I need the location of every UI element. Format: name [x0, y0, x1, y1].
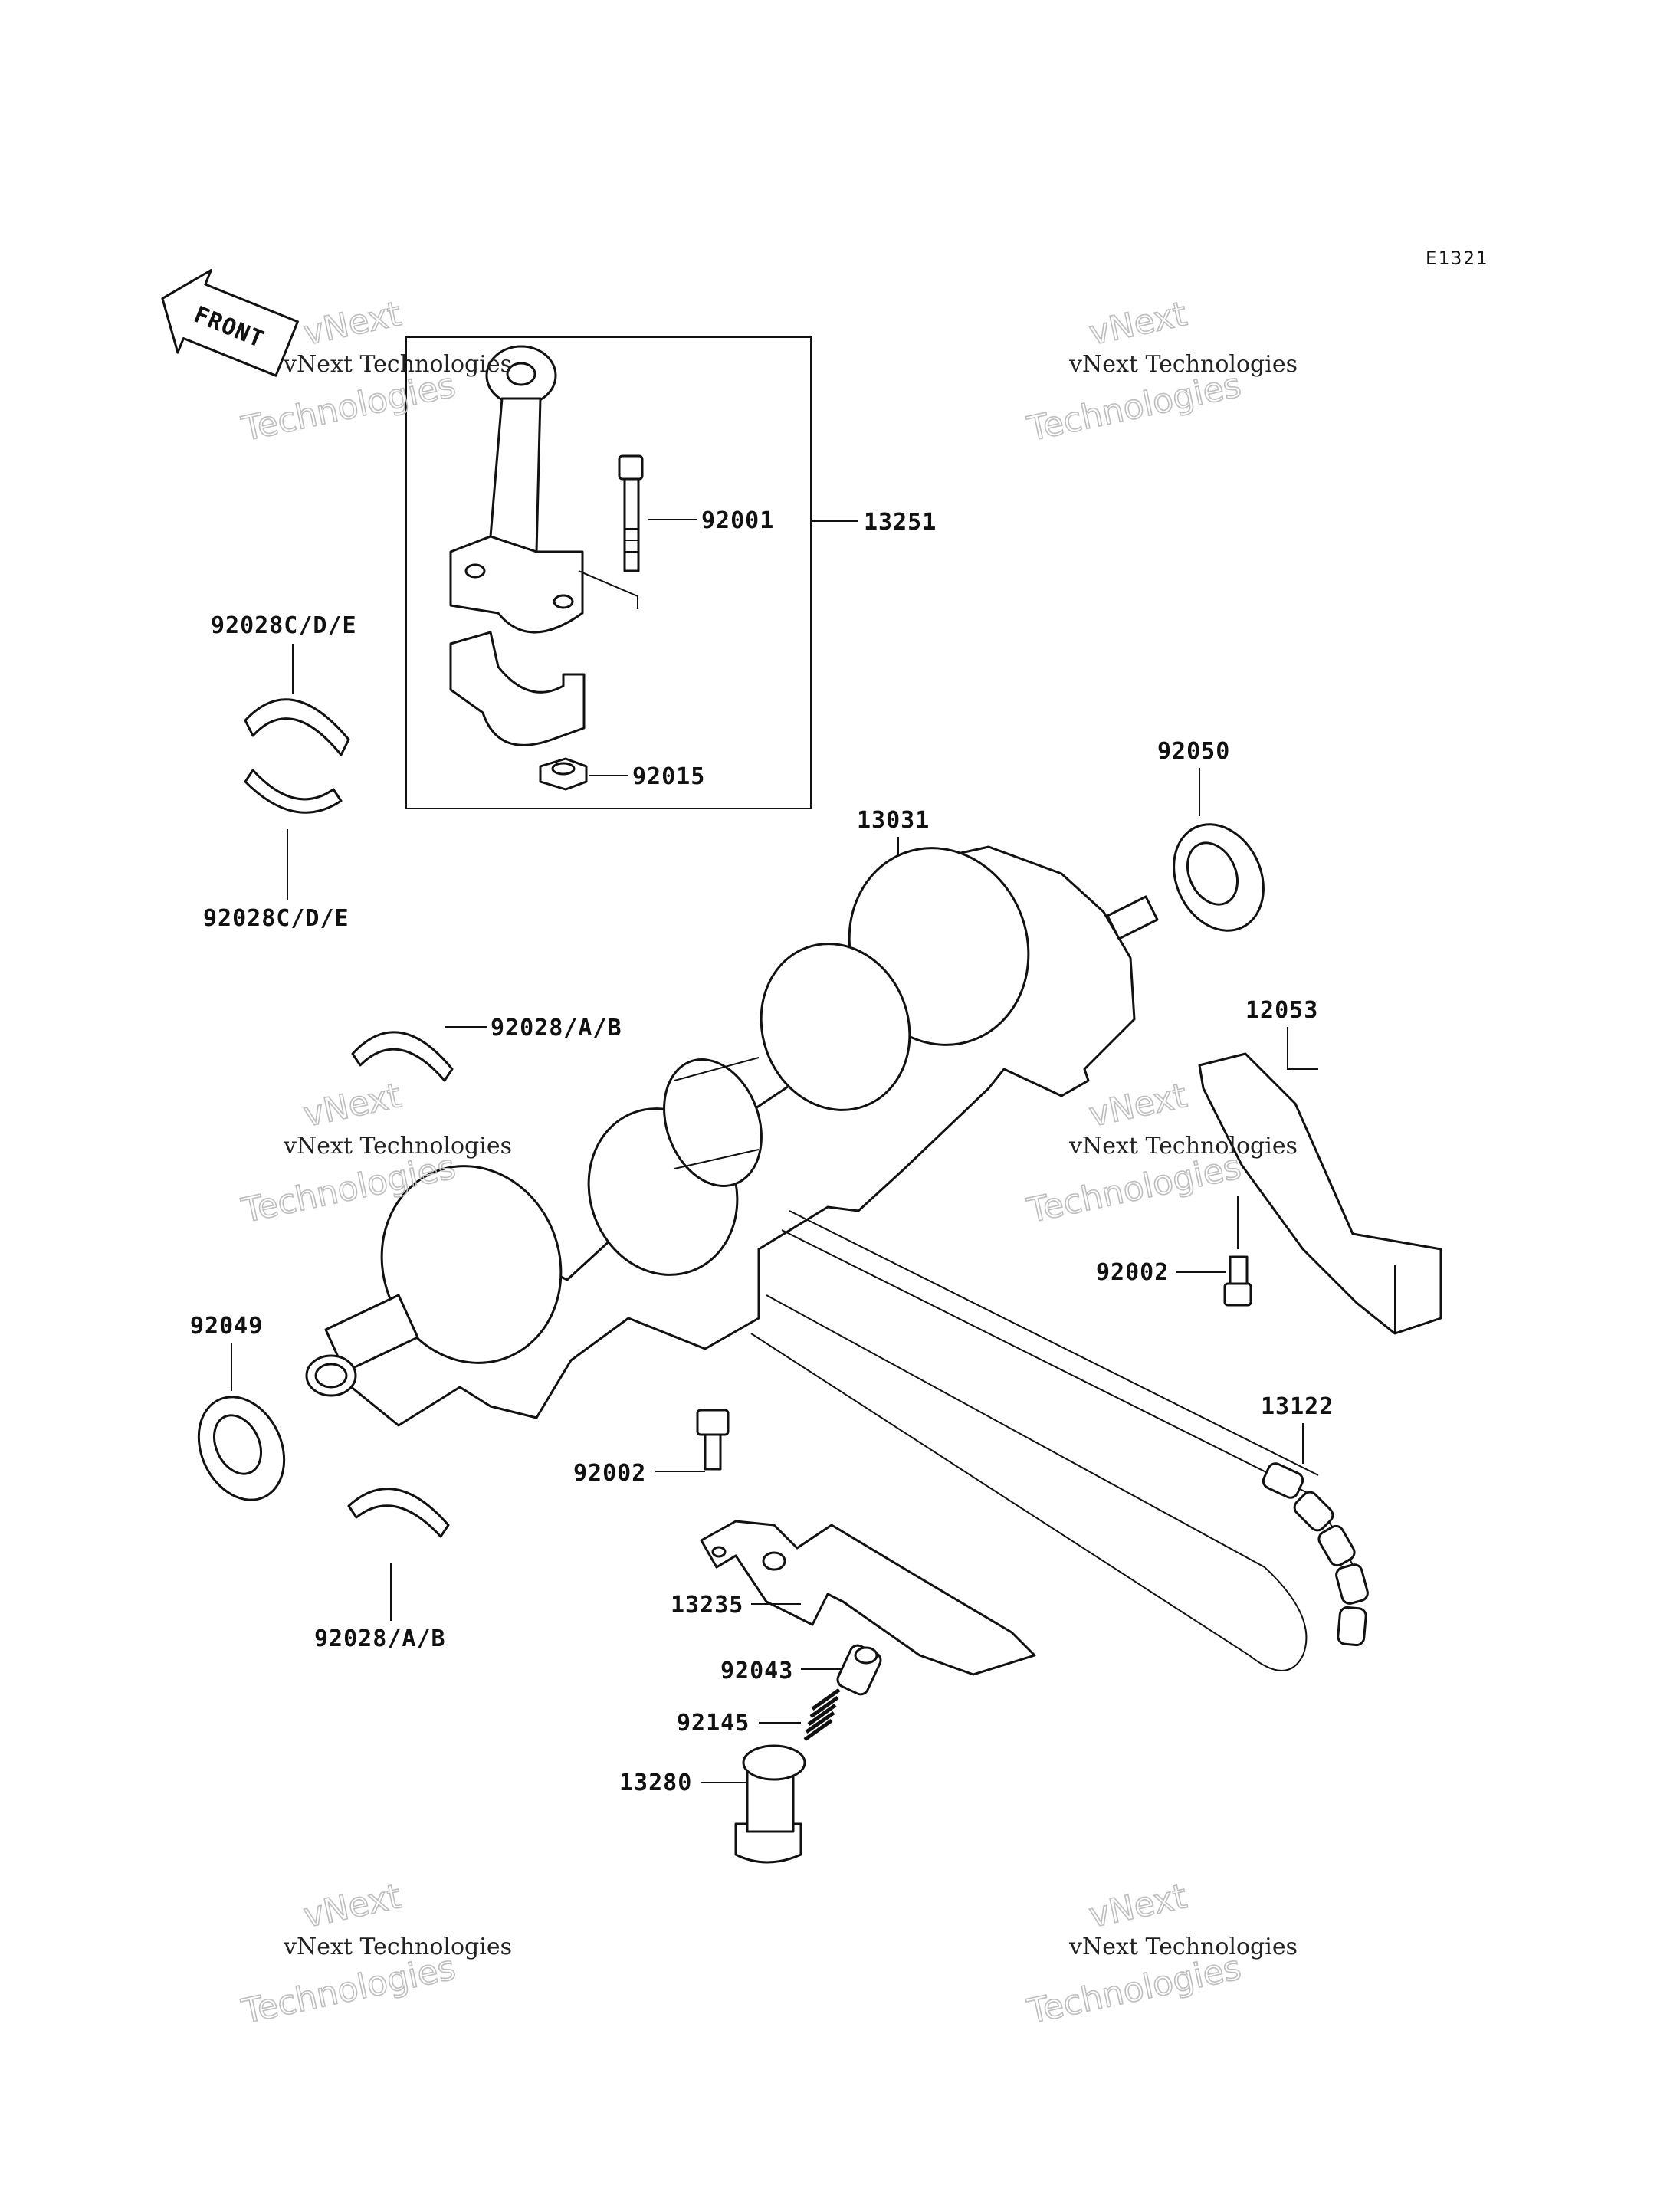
label-13251: 13251: [864, 509, 937, 536]
chain-guide-12053: [1198, 1052, 1442, 1335]
watermark-bottom-left: vNext Technologies vNext Technologies: [238, 1876, 512, 2032]
svg-text:vNext Technologies: vNext Technologies: [283, 351, 512, 378]
svg-text:vNext Technologies: vNext Technologies: [1068, 351, 1298, 378]
label-92028cde-bottom: 92028C/D/E: [203, 905, 349, 932]
label-92049: 92049: [190, 1313, 263, 1340]
svg-text:vNext: vNext: [300, 1076, 405, 1135]
label-92043: 92043: [720, 1658, 793, 1684]
label-13280: 13280: [619, 1770, 692, 1796]
bearing-92028ab-upper: [351, 1031, 454, 1082]
label-13122: 13122: [1261, 1393, 1334, 1420]
plug-13280: [734, 1744, 806, 1864]
label-12053: 12053: [1245, 997, 1318, 1024]
label-92028cde-top: 92028C/D/E: [211, 612, 357, 639]
label-92050: 92050: [1157, 738, 1230, 765]
svg-text:vNext Technologies: vNext Technologies: [283, 1133, 512, 1160]
bolt-fit-line: [578, 570, 638, 609]
cam-chain-13122: [750, 1210, 1369, 1671]
svg-text:vNext: vNext: [300, 1877, 405, 1936]
label-13031: 13031: [857, 807, 930, 834]
svg-text:vNext: vNext: [1086, 1877, 1190, 1936]
crankshaft-13031: [305, 845, 1159, 1427]
front-arrow-icon: FRONT: [161, 268, 299, 377]
label-92028ab-bottom: 92028/A/B: [314, 1625, 446, 1652]
connecting-rod-cap: [449, 631, 586, 746]
label-92015: 92015: [632, 763, 705, 790]
label-13235: 13235: [671, 1592, 743, 1619]
svg-text:Technologies: Technologies: [1024, 366, 1245, 449]
watermark-top-right: vNext Technologies vNext Technologies: [1023, 294, 1298, 449]
bolt-92001: [618, 454, 644, 572]
bolt-92002-left: [696, 1409, 730, 1471]
nut-92015: [539, 757, 588, 791]
plunger-92043: [836, 1644, 882, 1696]
oil-seal-92049: [197, 1396, 286, 1501]
label-92028ab-top: 92028/A/B: [491, 1015, 622, 1041]
svg-text:Technologies: Technologies: [238, 366, 459, 449]
spring-92145: [803, 1688, 841, 1742]
label-92002-left: 92002: [573, 1460, 646, 1487]
svg-text:vNext Technologies: vNext Technologies: [283, 1934, 512, 1960]
oil-seal-92050: [1173, 823, 1265, 932]
chain-tensioner-guide-13235: [700, 1520, 1036, 1676]
label-92002-right: 92002: [1096, 1259, 1169, 1286]
svg-text:Technologies: Technologies: [1024, 1147, 1245, 1231]
label-92145: 92145: [677, 1710, 750, 1737]
label-92001: 92001: [701, 507, 774, 534]
conrod-assembly-box: [405, 336, 812, 809]
bearing-92028ab-lower: [347, 1488, 450, 1538]
svg-text:vNext Technologies: vNext Technologies: [1068, 1133, 1298, 1160]
svg-text:vNext: vNext: [300, 294, 405, 353]
svg-text:vNext: vNext: [1086, 1076, 1190, 1135]
svg-text:Technologies: Technologies: [238, 1948, 459, 2032]
bearing-92028cde-lower: [244, 769, 343, 814]
connecting-rod: [449, 345, 584, 634]
bolt-92002-right: [1223, 1255, 1252, 1307]
watermark-bottom-right: vNext Technologies vNext Technologies: [1023, 1876, 1298, 2032]
svg-text:vNext: vNext: [1086, 294, 1190, 353]
diagram-code: E1321: [1426, 248, 1488, 269]
bearing-92028cde-upper: [244, 698, 350, 756]
svg-text:Technologies: Technologies: [1024, 1948, 1245, 2032]
svg-text:vNext Technologies: vNext Technologies: [1068, 1934, 1298, 1960]
